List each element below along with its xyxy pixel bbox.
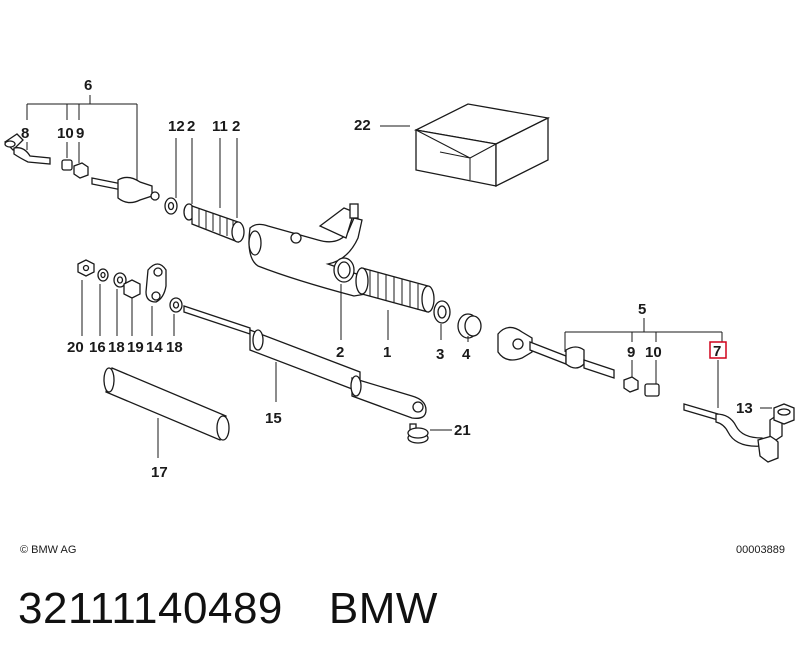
part-10-bushing-right: [644, 383, 660, 397]
leaders-12-2-11-2: [175, 138, 238, 218]
steering-rack-housing: [248, 203, 369, 297]
callout-21: 21: [454, 422, 471, 439]
footer-brand: BMW: [328, 584, 438, 633]
callout-12: 12: [168, 118, 185, 135]
part-8-tie-rod-end: [3, 133, 51, 165]
part-5-inner-tie-rod-right: [497, 326, 615, 379]
part-18-ring-right: [169, 297, 183, 313]
callout-5: 5: [638, 301, 646, 318]
part-20-nut: [77, 259, 95, 277]
part-17-tube: [103, 367, 230, 441]
callout-9: 9: [76, 125, 84, 142]
part-2-clamp-center: [333, 257, 355, 283]
part-21-screw: [407, 423, 429, 444]
callout-13: 13: [736, 400, 753, 417]
callout-7: 7: [713, 343, 721, 360]
callout-4: 4: [462, 346, 471, 363]
part-3-clamp: [433, 300, 451, 324]
callout-2-upper-right: 2: [232, 118, 240, 135]
copyright-label: © BMW AG: [20, 544, 76, 556]
callout-1: 1: [383, 344, 391, 361]
part-9-nut: [73, 162, 89, 179]
callout-8: 8: [21, 125, 29, 142]
callout-7-highlight-box: [709, 341, 727, 359]
part-19-bushing: [123, 279, 141, 299]
part-4-sleeve: [457, 313, 482, 339]
callout-18-left: 18: [108, 339, 125, 356]
part-16-washer: [97, 268, 109, 282]
drawing-number-label: 00003889: [736, 544, 785, 556]
callout-16: 16: [89, 339, 106, 356]
callout-19: 19: [127, 339, 144, 356]
callout-17: 17: [151, 464, 168, 481]
part-7-outer-tie-rod: [683, 403, 783, 463]
part-18-ring-left: [113, 272, 127, 288]
leader-group-6: [26, 95, 138, 185]
callout-2-center: 2: [336, 344, 344, 361]
part-11-bellows-left: [191, 205, 245, 243]
footer-caption: 32111140489 BMW: [18, 584, 438, 634]
callout-6: 6: [84, 77, 92, 94]
part-1-bellows-right: [355, 267, 435, 313]
callout-10-right: 10: [645, 344, 662, 361]
part-9-nut-right: [623, 376, 639, 393]
callout-2-upper-left: 2: [187, 118, 195, 135]
part-13-nut: [773, 403, 795, 425]
callout-10: 10: [57, 125, 74, 142]
callout-14: 14: [146, 339, 163, 356]
part-10-bushing: [61, 159, 73, 171]
part-14-bracket: [145, 263, 167, 303]
callout-15: 15: [265, 410, 282, 427]
leaders-lower-left: [81, 280, 175, 336]
leaders-2-1-3-4: [340, 284, 469, 342]
callout-11: 11: [212, 118, 228, 135]
footer-part-number: 32111140489: [18, 584, 283, 633]
part-22-box: [413, 103, 551, 188]
part-6-inner-tie-rod: [91, 176, 160, 204]
callout-3: 3: [436, 346, 444, 363]
exploded-parts-diagram: 6 8 10 9 12 2 11 2: [3, 77, 795, 556]
callout-20: 20: [67, 339, 84, 356]
callout-22: 22: [354, 117, 371, 134]
leader-group-5: [564, 318, 723, 408]
callout-9-right: 9: [627, 344, 635, 361]
part-12-washer: [164, 197, 178, 215]
part-15-rack: [183, 305, 427, 419]
callout-18-right: 18: [166, 339, 183, 356]
